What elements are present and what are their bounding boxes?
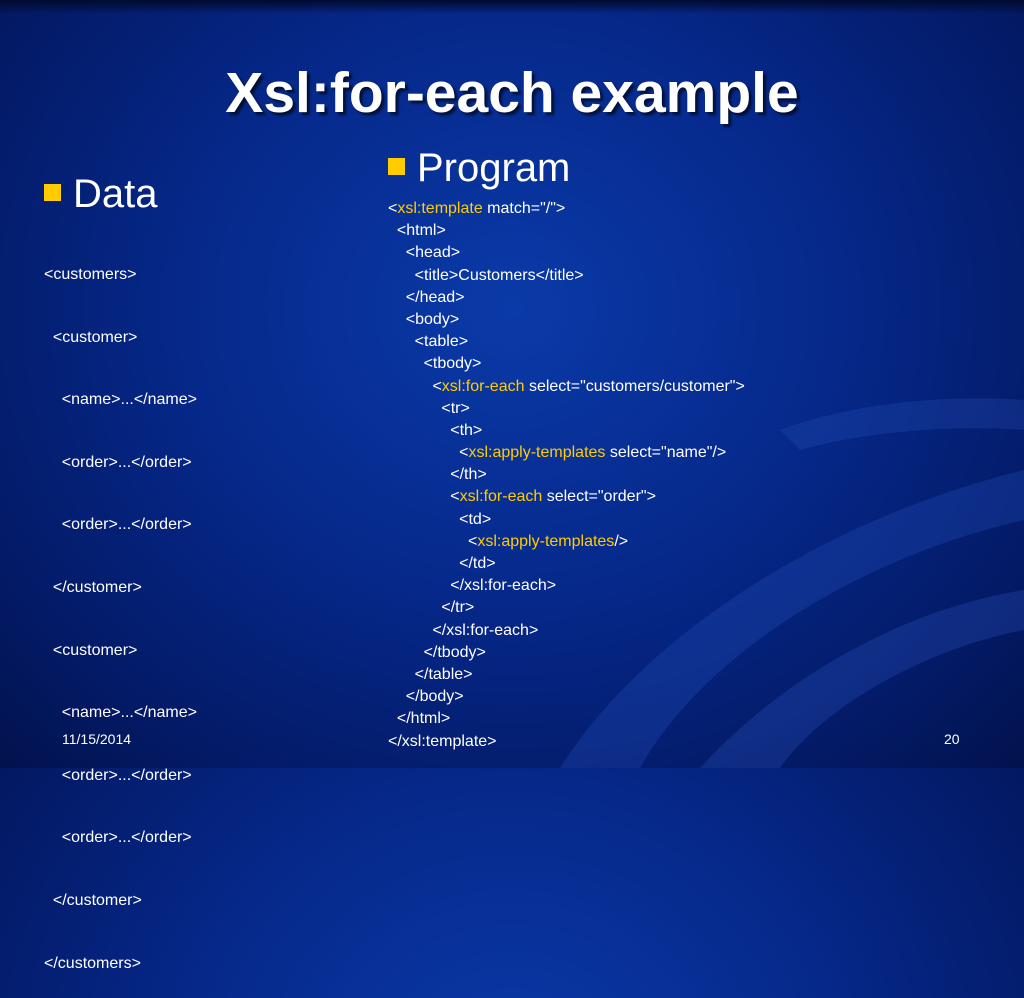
code-line: </customers>	[44, 954, 197, 981]
code-text: </tbody>	[388, 643, 486, 661]
code-line: <xsl:apply-templates select="name"/>	[388, 443, 745, 465]
code-line: <order>...</order>	[44, 766, 197, 793]
code-line: </td>	[388, 554, 745, 576]
slide-title: Xsl:for-each example	[225, 61, 799, 125]
code-line: </th>	[388, 465, 745, 487]
code-line: <order>...</order>	[44, 515, 197, 542]
program-heading: Program	[388, 146, 570, 191]
code-line: </table>	[388, 665, 745, 687]
code-text: </customer>	[44, 578, 142, 596]
code-text: <customer>	[44, 328, 138, 346]
code-line: <th>	[388, 421, 745, 443]
data-code-list: <customers> <customer> <name>...</name> …	[44, 229, 197, 998]
code-line: </xsl:template>	[388, 732, 745, 754]
code-text: <	[388, 377, 442, 395]
code-line: </tr>	[388, 598, 745, 620]
code-line: <td>	[388, 510, 745, 532]
code-line: <customers>	[44, 265, 197, 292]
code-line: <customer>	[44, 641, 197, 668]
code-line: </tbody>	[388, 643, 745, 665]
code-line: </html>	[388, 709, 745, 731]
code-line: <customer>	[44, 328, 197, 355]
code-text: <body>	[388, 310, 460, 328]
code-text: </table>	[388, 665, 473, 683]
code-line: </head>	[388, 288, 745, 310]
code-line: <title>Customers</title>	[388, 266, 745, 288]
code-line: <tbody>	[388, 354, 745, 376]
code-text: </html>	[388, 710, 451, 728]
code-line: <order>...</order>	[44, 453, 197, 480]
program-code-list: <xsl:template match="/"> <html> <head> <…	[388, 199, 745, 754]
code-text: </head>	[388, 288, 465, 306]
code-line: <head>	[388, 243, 745, 265]
code-text: </xsl:for-each>	[388, 621, 539, 639]
code-text: </td>	[388, 555, 496, 572]
code-line: </xsl:for-each>	[388, 576, 745, 598]
background-swoosh	[560, 398, 1024, 768]
xsl-keyword: xsl:template	[397, 200, 483, 217]
code-line: <table>	[388, 332, 745, 354]
code-text: <table>	[388, 333, 469, 351]
square-bullet-icon	[388, 157, 405, 175]
code-text: <head>	[388, 244, 461, 262]
code-text: <order>...</order>	[44, 829, 192, 847]
code-text: <name>...</name>	[44, 391, 197, 409]
code-text: <	[388, 488, 460, 506]
code-text: <order>...</order>	[44, 453, 192, 471]
code-text: </xsl:template>	[388, 732, 497, 750]
code-text: </body>	[388, 688, 464, 706]
code-text: />	[614, 532, 629, 550]
page-number: 20	[944, 731, 960, 747]
code-line: </xsl:for-each>	[388, 621, 745, 643]
code-text: <	[388, 200, 398, 217]
xsl-keyword: xsl:for-each	[441, 377, 525, 395]
code-text: <order>...</order>	[44, 766, 192, 784]
code-line: <xsl:template match="/">	[388, 199, 745, 221]
code-text: <	[388, 444, 469, 462]
square-bullet-icon	[44, 183, 61, 201]
code-line: </body>	[388, 687, 745, 709]
code-text: <th>	[388, 421, 483, 439]
code-line: <name>...</name>	[44, 703, 197, 730]
slide-date: 11/15/2014	[62, 731, 132, 747]
code-text: </tr>	[388, 599, 475, 617]
data-heading-label: Data	[73, 172, 158, 216]
xsl-keyword: xsl:apply-templates	[477, 532, 615, 550]
code-line: <name>...</name>	[44, 390, 197, 417]
xsl-keyword: xsl:apply-templates	[468, 444, 606, 462]
code-line: <order>...</order>	[44, 828, 197, 855]
code-text: <title>Customers</title>	[388, 266, 584, 284]
code-text: <customer>	[44, 641, 138, 659]
code-text: <order>...</order>	[44, 516, 192, 534]
program-heading-label: Program	[417, 146, 571, 190]
code-text: <td>	[388, 510, 492, 528]
code-text: </th>	[388, 466, 487, 484]
top-band	[0, 0, 1024, 14]
code-text: match="/">	[482, 200, 566, 217]
code-line: <html>	[388, 221, 745, 243]
code-text: select="order">	[542, 488, 656, 506]
code-line: <tr>	[388, 399, 745, 421]
code-line: <xsl:for-each select="customers/customer…	[388, 377, 745, 399]
code-line: </customer>	[44, 891, 197, 918]
code-text: select="customers/customer">	[524, 377, 745, 395]
xsl-keyword: xsl:for-each	[459, 488, 543, 506]
code-text: <tr>	[388, 399, 470, 417]
code-text: <html>	[388, 222, 446, 240]
code-text: select="name"/>	[605, 444, 727, 462]
code-text: </xsl:for-each>	[388, 577, 557, 595]
code-line: <body>	[388, 310, 745, 332]
code-line: </customer>	[44, 578, 197, 605]
code-text: </customers>	[44, 954, 141, 972]
code-text: <	[388, 532, 478, 550]
code-text: <tbody>	[388, 355, 482, 373]
code-line: <xsl:for-each select="order">	[388, 487, 745, 509]
data-heading: Data	[44, 172, 158, 217]
code-text: </customer>	[44, 891, 142, 909]
code-text: <name>...</name>	[44, 704, 197, 722]
code-text: <customers>	[44, 266, 137, 283]
code-line: <xsl:apply-templates/>	[388, 532, 745, 554]
